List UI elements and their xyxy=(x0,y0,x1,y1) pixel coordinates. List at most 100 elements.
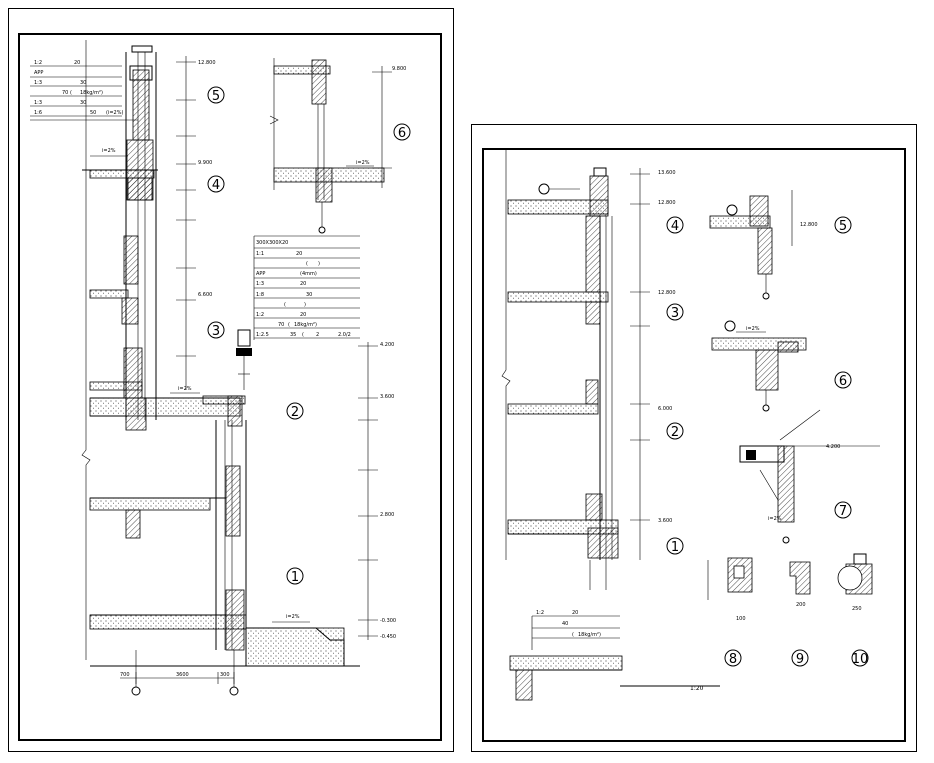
r-marker-4 xyxy=(666,216,684,234)
detail-marker-1 xyxy=(286,567,304,585)
legend-mid-row-5b: 20 xyxy=(300,281,306,287)
legend-mid-row-8a: 1:2 xyxy=(256,312,264,318)
elev-4200: 4.200 xyxy=(380,342,394,348)
right-sheet-outer-border xyxy=(471,124,917,752)
legend-mid-row-1: 300X300X20 xyxy=(256,240,288,246)
dim-10-a: 250 xyxy=(852,606,862,612)
r-detail-number-7: 7 xyxy=(839,504,847,519)
right-elev-12800b: 12.800 xyxy=(658,290,676,296)
right-elev-3600: 3.600 xyxy=(658,518,672,524)
right-detail-5-drawing: 12.800 xyxy=(709,190,818,300)
r-detail-number-2: 2 xyxy=(671,425,679,440)
r-marker-10 xyxy=(851,649,869,667)
legend-mid-row-7a: ( xyxy=(284,302,286,308)
slope-label-2: i=2% xyxy=(178,386,192,392)
legend-mid-row-10c: ( xyxy=(302,332,304,338)
right-dim-column: 13.600 12.800 12.800 6.000 3.600 xyxy=(630,168,676,560)
legend-top-row-4a: 70 ( xyxy=(62,90,72,96)
legend-mid-row-4b: (4mm) xyxy=(300,271,317,277)
legend-top-row-5a: 1:3 xyxy=(34,100,42,106)
elev-minus-0300: -0.300 xyxy=(380,618,396,624)
r-marker-1 xyxy=(666,537,684,555)
legend-top-row-5b: 30 xyxy=(80,100,86,106)
right-sheet-inner-border xyxy=(482,148,906,742)
detail-marker-3 xyxy=(207,321,225,339)
legend-mid-row-10b: 35 xyxy=(290,332,296,338)
legend-top-row-4b: 18kg/m²) xyxy=(80,90,103,96)
legend-mid-row-10d: 2 xyxy=(316,332,319,338)
r-marker-8 xyxy=(724,649,742,667)
right-legend-row-1b: 20 xyxy=(572,610,578,616)
right-elev-12800: 12.800 xyxy=(658,200,676,206)
right-elev-4200: 4.200 xyxy=(826,444,840,450)
right-sheet: 13.600 12.800 12.800 6.000 3.600 1:2 20 … xyxy=(471,124,917,752)
right-elev-12800c: 12.800 xyxy=(800,222,818,228)
r-marker-6 xyxy=(834,371,852,389)
right-detail-10-drawing: 250 xyxy=(837,553,873,612)
legend-top-row-3a: 1:3 xyxy=(34,80,42,86)
scale-label: 1:20 xyxy=(690,685,704,692)
left-sheet-outer-border xyxy=(8,8,454,752)
right-legend-row-3b: 18kg/m²) xyxy=(578,632,601,638)
legend-mid-row-9c: 18kg/m²) xyxy=(294,322,317,328)
elev-3600: 3.600 xyxy=(380,394,394,400)
legend-mid-row-3a: ( xyxy=(306,261,308,267)
detail-marker-4 xyxy=(207,175,225,193)
legend-top-row-6c: (i=2%) xyxy=(106,110,123,116)
dim-8-a: 100 xyxy=(736,616,746,622)
elev-minus-0450: -0.450 xyxy=(380,634,396,640)
r-detail-number-10: 10 xyxy=(852,652,869,667)
r-detail-number-9: 9 xyxy=(796,652,804,667)
detail-number-2: 2 xyxy=(291,405,299,420)
left-sheet: 1:2 20 APP 1:3 30 70 ( 18kg/m²) 1:3 30 1… xyxy=(8,8,454,752)
detail-number-3: 3 xyxy=(212,324,220,339)
legend-top-row-6a: 1:6 xyxy=(34,110,42,116)
slope-label-detail6: i=2% xyxy=(356,160,370,166)
r-marker-3 xyxy=(666,303,684,321)
detail-marker-5 xyxy=(207,86,225,104)
right-detail-markers: 4 5 3 6 2 7 1 8 9 10 xyxy=(666,216,869,667)
legend-mid-row-2b: 20 xyxy=(296,251,302,257)
dim-700: 700 xyxy=(120,672,130,678)
right-legend-row-3a: ( xyxy=(572,632,574,638)
r-marker-7 xyxy=(834,501,852,519)
elev-9900: 9.900 xyxy=(198,160,212,166)
r-marker-5 xyxy=(834,216,852,234)
right-detail-7-drawing: 4.200 i=2% xyxy=(739,409,880,544)
right-detail-6-drawing: i=2% xyxy=(711,320,807,412)
detail-number-5: 5 xyxy=(212,89,220,104)
elev-9800: 9.800 xyxy=(392,66,406,72)
right-elev-6000: 6.000 xyxy=(658,406,672,412)
legend-mid-row-9b: ( xyxy=(288,322,290,328)
detail-number-4: 4 xyxy=(212,178,220,193)
right-elev-13600: 13.600 xyxy=(658,170,676,176)
right-detail-9-drawing: 200 xyxy=(789,561,811,608)
r-marker-2 xyxy=(666,422,684,440)
left-detail-markers: 5 6 4 3 2 1 xyxy=(207,86,411,585)
dim-9-a: 200 xyxy=(796,602,806,608)
legend-top-row-6b: 50 xyxy=(90,110,96,116)
r-detail-number-5: 5 xyxy=(839,219,847,234)
r-detail-number-4: 4 xyxy=(671,219,679,234)
dim-column-lower: 4.200 3.600 2.800 -0.300 -0.450 xyxy=(358,342,396,640)
legend-mid-row-10e: 2.0/2 xyxy=(338,332,351,338)
right-slope-7: i=2% xyxy=(768,516,782,522)
right-legend-bottom: 1:2 20 40 ( 18kg/m²) 1:20 xyxy=(509,610,720,701)
legend-mid-row-6b: 30 xyxy=(306,292,312,298)
dim-3600: 3600 xyxy=(176,672,189,678)
detail-number-1: 1 xyxy=(291,570,299,585)
r-marker-9 xyxy=(791,649,809,667)
right-legend-row-1a: 1:2 xyxy=(536,610,544,616)
left-sheet-inner-border xyxy=(18,33,442,741)
r-detail-number-1: 1 xyxy=(671,540,679,555)
detail-3-pier xyxy=(236,329,252,390)
elev-6600: 6.600 xyxy=(198,292,212,298)
legend-mid-row-8b: 20 xyxy=(300,312,306,318)
elev-2800: 2.800 xyxy=(380,512,394,518)
elev-12800: 12.800 xyxy=(198,60,216,66)
r-detail-number-6: 6 xyxy=(839,374,847,389)
legend-mid-row-6a: 1:8 xyxy=(256,292,264,298)
r-detail-number-8: 8 xyxy=(729,652,737,667)
right-wall-section xyxy=(501,150,619,590)
detail-marker-6 xyxy=(393,123,411,141)
